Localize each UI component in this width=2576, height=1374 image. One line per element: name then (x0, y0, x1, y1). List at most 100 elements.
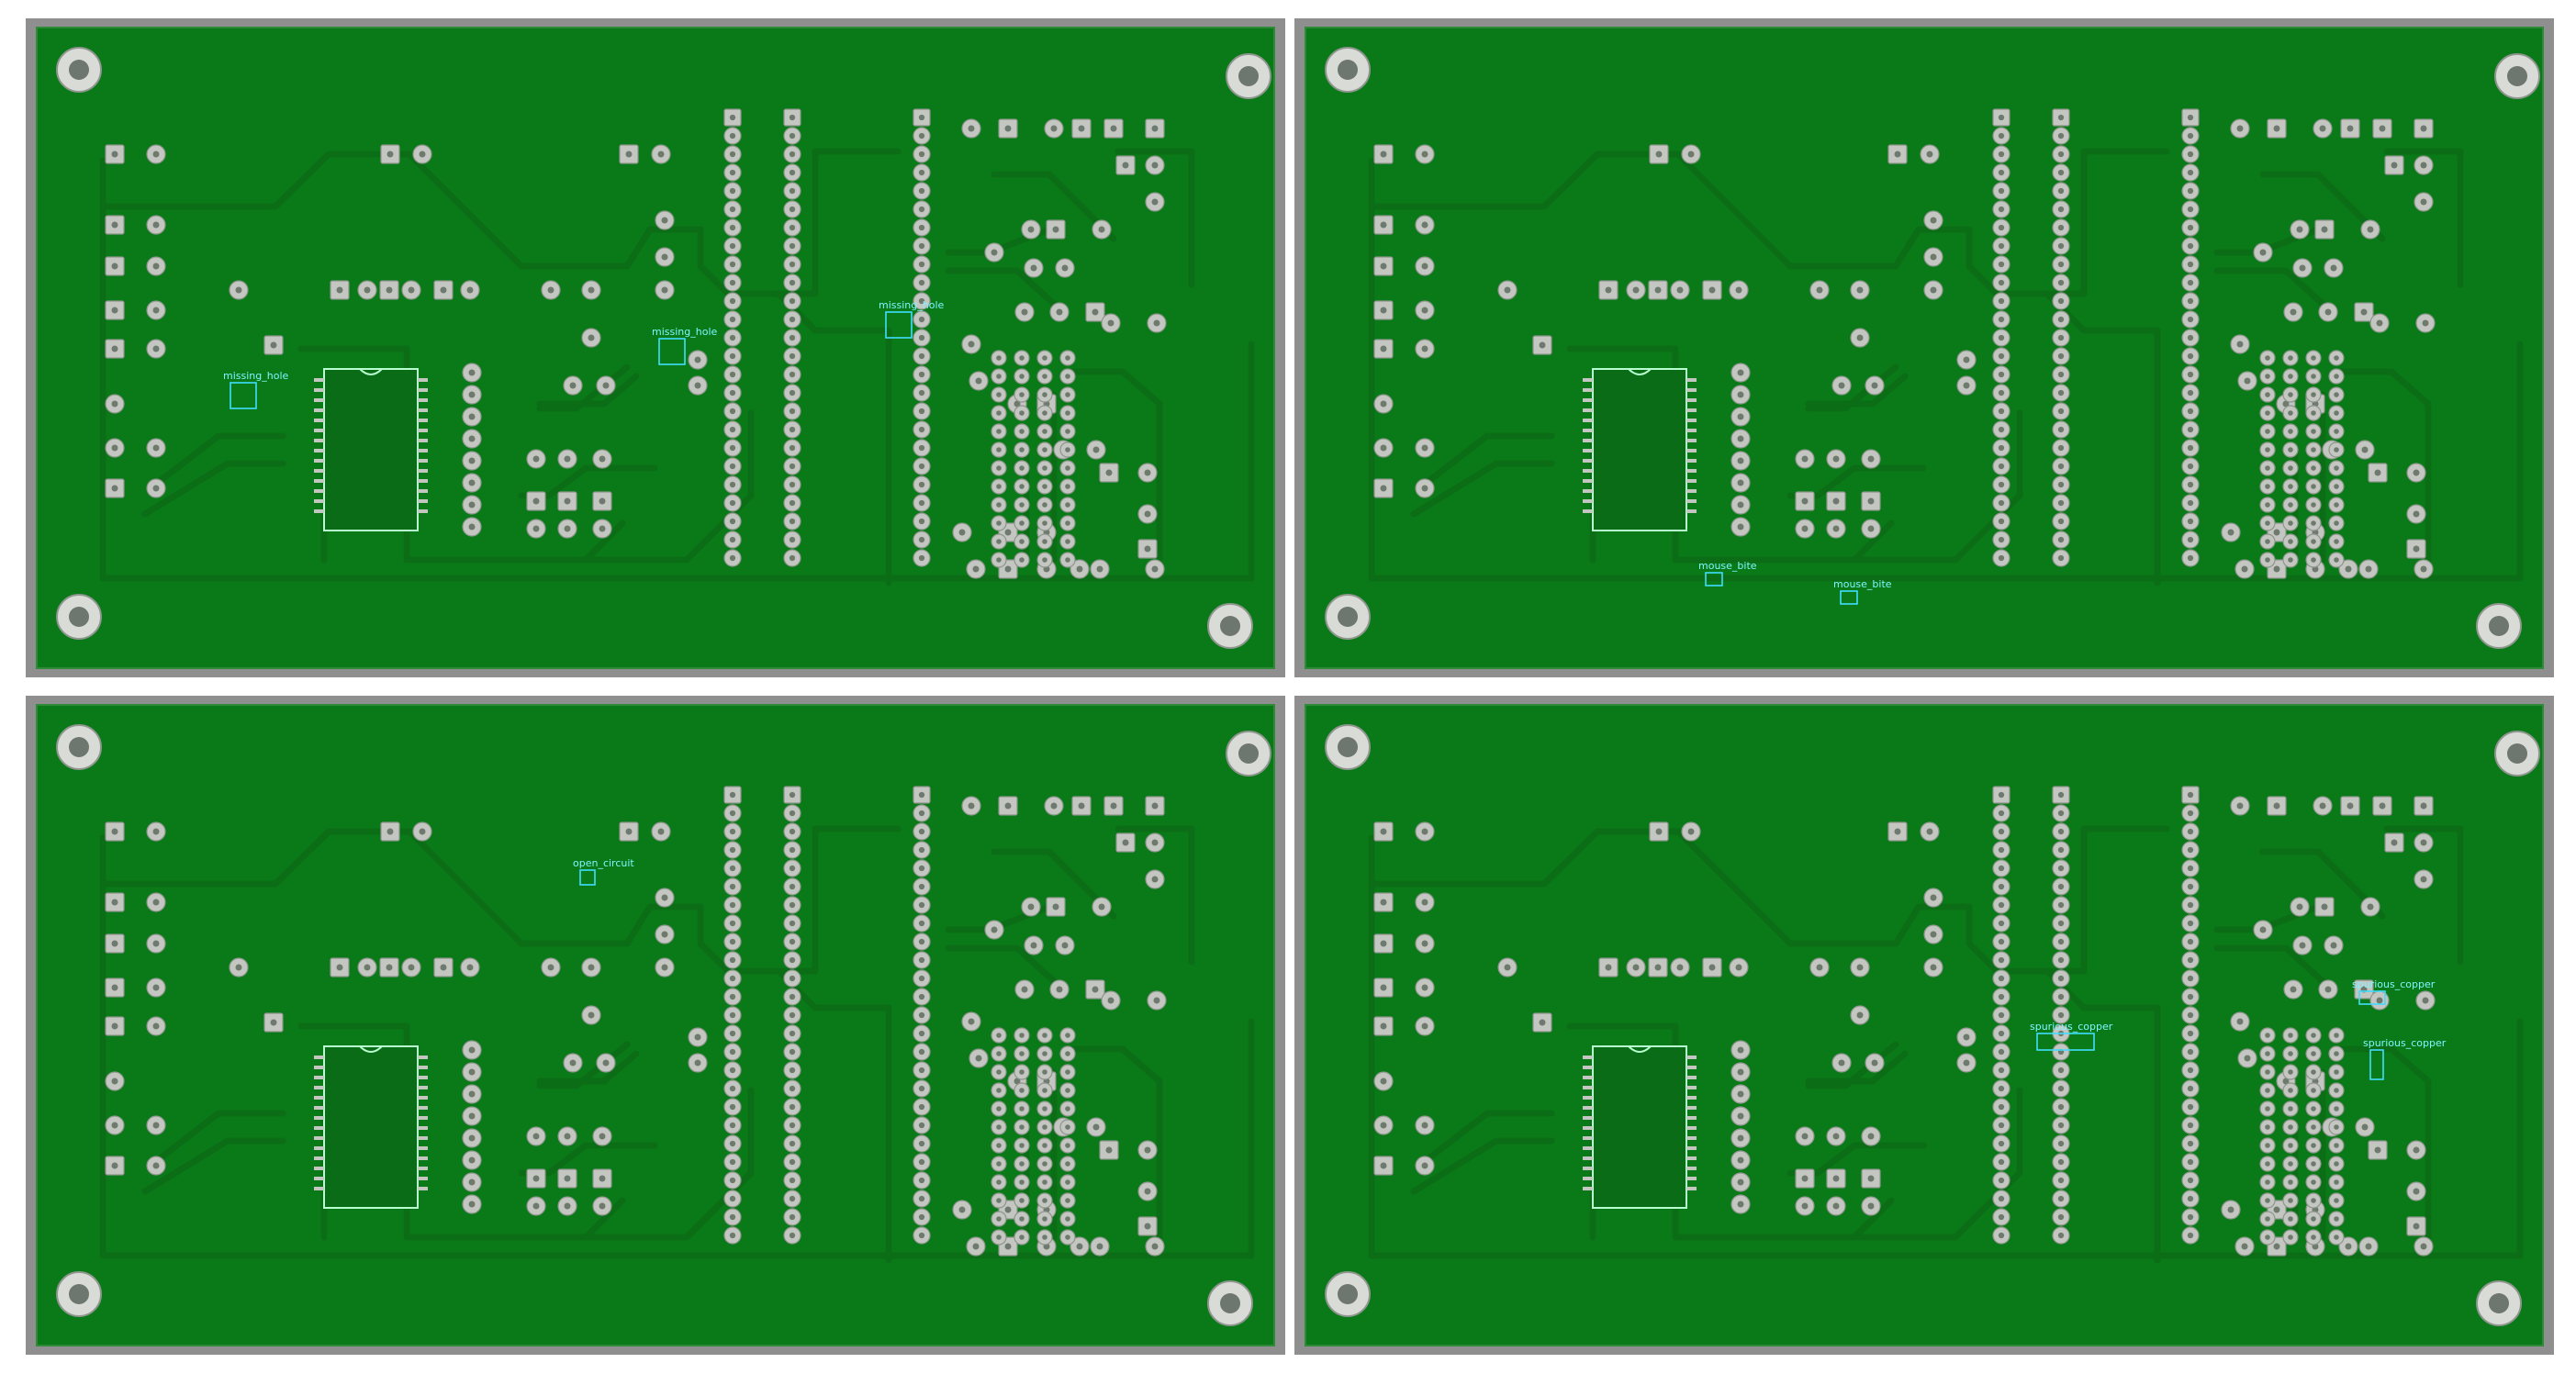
pcb-pad (1681, 144, 1701, 164)
pcb-pad (1059, 350, 1076, 366)
pcb-pad (526, 1168, 546, 1189)
pcb-pad (1415, 933, 1435, 954)
pcb-pad (723, 1134, 742, 1153)
pcb-pad (1415, 821, 1435, 842)
pcb-pad (2372, 118, 2392, 139)
pcb-pad (105, 1016, 125, 1036)
pcb-pad (783, 255, 801, 274)
pcb-pad (991, 350, 1007, 366)
defect-1: mouse_bite (1698, 560, 1757, 586)
pcb-pad (462, 1040, 482, 1060)
pcb-pad (1730, 1128, 1751, 1148)
pcb-pad (380, 821, 400, 842)
pcb-pad (1059, 441, 1076, 458)
pcb-pad (783, 933, 801, 951)
pcb-pad (2328, 1100, 2345, 1117)
mounting-hole-1 (1325, 724, 1371, 770)
pcb-pad (1826, 491, 1846, 511)
pcb-pad (1059, 1137, 1076, 1154)
pcb-pad (460, 280, 480, 300)
pcb-pad (2181, 1171, 2200, 1190)
copper-trace-4 (1892, 903, 1973, 947)
pcb-pad (1992, 1098, 2010, 1116)
pcb-pad (783, 494, 801, 512)
ic-chip (314, 1045, 428, 1209)
pcb-pad (229, 280, 249, 300)
mounting-hole-4 (2476, 603, 2522, 649)
pcb-pad (1992, 145, 2010, 163)
pcb-pad (105, 394, 125, 414)
pcb-pad (592, 1168, 612, 1189)
pcb-pad (1992, 1061, 2010, 1079)
pcb-pad (1059, 1192, 1076, 1209)
defect-box (885, 311, 913, 339)
mounting-hole-4 (1207, 1280, 1253, 1326)
pcb-pad (1014, 1027, 1030, 1044)
pcb-pad (991, 1137, 1007, 1154)
pcb-pad (1415, 1016, 1435, 1036)
pcb-pad (1014, 1156, 1030, 1172)
pcb-pad (913, 145, 931, 163)
pcb-pad (2259, 1137, 2276, 1154)
pad-layer (56, 724, 1271, 1326)
pcb-pad (2314, 219, 2335, 240)
pcb-pad (1992, 1006, 2010, 1024)
pcb-pad (2221, 1200, 2241, 1220)
pcb-pad (1923, 957, 1943, 977)
pcb-pad (1014, 1192, 1030, 1209)
pcb-pad (1670, 280, 1690, 300)
pcb-pad (263, 335, 284, 355)
pcb-pad (1014, 386, 1030, 403)
pcb-pad (2052, 841, 2070, 859)
pcb-pad (1826, 1126, 1846, 1146)
pcb-pad (952, 1200, 972, 1220)
pcb-pad (2324, 258, 2344, 278)
pcb-pad (1014, 1100, 1030, 1117)
pcb-pad (723, 951, 742, 969)
pcb-pad (2328, 1211, 2345, 1227)
mounting-hole-1 (1325, 47, 1371, 93)
defect-label: missing_hole (652, 326, 718, 338)
pcb-pad (2181, 531, 2200, 549)
copper-trace-20 (2259, 848, 2386, 920)
pcb-pad (462, 1106, 482, 1126)
pcb-pad (2052, 1226, 2070, 1245)
pcb-pad (2282, 386, 2299, 403)
pcb-pad (2259, 1064, 2276, 1080)
pcb-pad (913, 274, 931, 292)
pcb-pad (1090, 559, 1110, 579)
pcb-pad (913, 1171, 931, 1190)
copper-trace-16 (945, 944, 1067, 993)
pcb-pad (1729, 957, 1749, 977)
pcb-pad (723, 786, 742, 804)
pcb-pad (2052, 1208, 2070, 1226)
pcb-pad (357, 957, 377, 977)
pcb-pad (330, 957, 350, 977)
pcb-pad (1036, 1192, 1053, 1209)
pcb-pad (2414, 559, 2434, 579)
pcb-pad (1044, 796, 1064, 816)
pcb-pad (1059, 1045, 1076, 1062)
pcb-pad (1014, 1174, 1030, 1190)
pcb-pad (913, 1006, 931, 1024)
pcb-pad (105, 1156, 125, 1176)
pcb-pad (2414, 796, 2434, 816)
pcb-pad (1795, 449, 1815, 469)
pcb-pad (1036, 350, 1053, 366)
pcb-pad (2305, 1156, 2322, 1172)
pcb-pad (2181, 457, 2200, 475)
pcb-pad (913, 896, 931, 914)
pcb-pad (2181, 1024, 2200, 1043)
defect-box (2358, 990, 2386, 1005)
pcb-pad (2328, 423, 2345, 440)
pcb-pad (2234, 559, 2255, 579)
pcb-pad (2230, 796, 2250, 816)
pcb-pad (783, 1079, 801, 1098)
pcb-pad (2181, 1190, 2200, 1208)
pcb-pad (783, 969, 801, 988)
pcb-pad (913, 420, 931, 439)
defect-3: missing_hole (879, 299, 945, 339)
pcb-pad (1992, 200, 2010, 218)
pcb-pad (105, 144, 125, 164)
pcb-pad (913, 786, 931, 804)
